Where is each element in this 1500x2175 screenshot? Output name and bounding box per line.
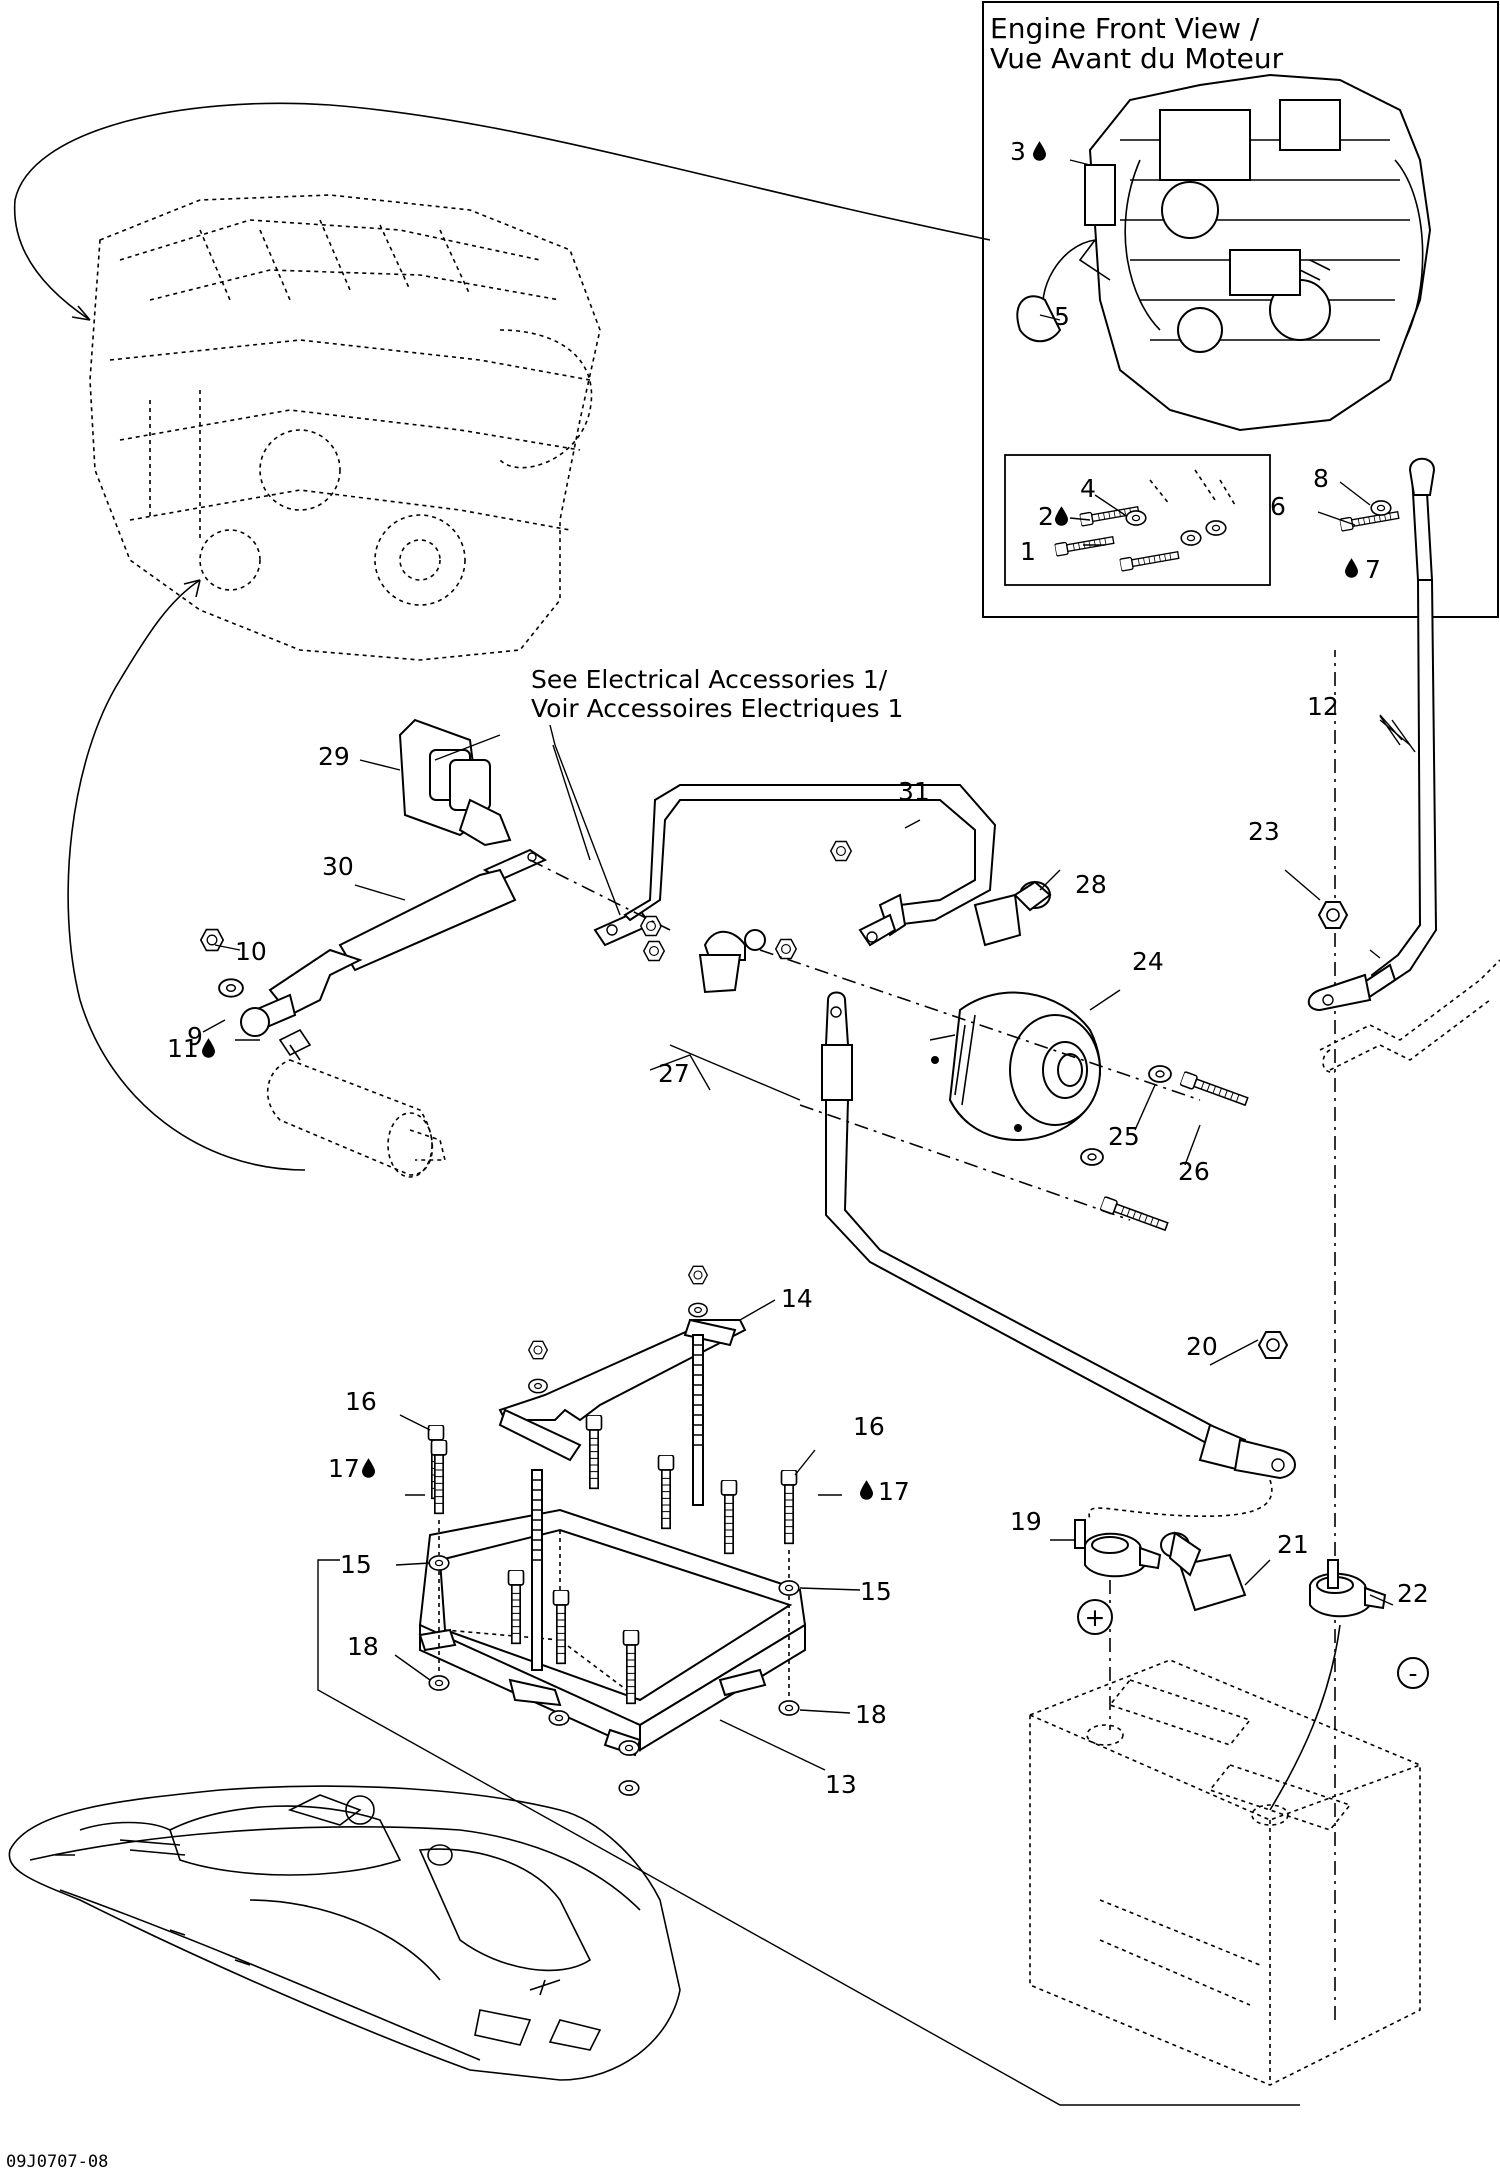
location-leader xyxy=(317,1559,1300,2106)
callout-3: 3 xyxy=(1010,137,1026,166)
engine-assembly xyxy=(89,194,601,661)
callout-31: 31 xyxy=(898,777,930,806)
svg-text:+: + xyxy=(1085,1603,1106,1632)
callout-20: 20 xyxy=(1186,1332,1218,1361)
callout-28: 28 xyxy=(1075,870,1107,899)
callout-17-right: 17 xyxy=(878,1477,910,1506)
terminal-cap-28 xyxy=(973,880,1052,947)
callout-8: 8 xyxy=(1313,464,1329,493)
callout-26: 26 xyxy=(1178,1157,1210,1186)
inset-title-line1: Engine Front View / xyxy=(990,12,1260,45)
callout-12: 12 xyxy=(1307,692,1339,721)
callout-15-left: 15 xyxy=(340,1550,372,1579)
cable-tie xyxy=(1016,295,1062,343)
positive-terminal-clamp xyxy=(1074,1519,1162,1578)
see-reference-line2: Voir Accessoires Electriques 1 xyxy=(531,694,903,723)
callout-18-right: 18 xyxy=(855,1700,887,1729)
callout-24: 24 xyxy=(1132,947,1164,976)
callout-4: 4 xyxy=(1080,474,1096,503)
callout-18-left: 18 xyxy=(347,1632,379,1661)
nut-10 xyxy=(200,928,224,952)
engine-front-view-inset: Engine Front View / Vue Avant du Moteur xyxy=(982,1,1499,618)
threaded-rods xyxy=(531,1334,704,1671)
figure-code: 09J0707-08 xyxy=(6,2152,108,2172)
phantom-cable xyxy=(1319,959,1500,1073)
callout-1: 1 xyxy=(1020,537,1036,566)
inset-title-line2: Vue Avant du Moteur xyxy=(990,42,1284,75)
callout-13: 13 xyxy=(825,1770,857,1799)
battery-bracket-14 xyxy=(498,1318,747,1462)
callout-17-left: 17 xyxy=(328,1454,360,1483)
callout-7: 7 xyxy=(1365,555,1381,584)
callout-22: 22 xyxy=(1397,1579,1429,1608)
solenoid xyxy=(398,718,512,847)
battery-cable-positive xyxy=(821,991,1296,1480)
svg-text:-: - xyxy=(1408,1659,1417,1688)
callout-arc-engine-top xyxy=(13,102,991,321)
callout-27: 27 xyxy=(658,1059,690,1088)
sealant-drop-icon xyxy=(202,1038,215,1058)
cable-31 xyxy=(593,784,997,947)
negative-terminal-icon: - xyxy=(1397,1657,1429,1689)
callout-16-left: 16 xyxy=(345,1387,377,1416)
callout-labels: 3 5 4 2 1 8 6 7 12 23 31 28 24 25 26 27 … xyxy=(167,137,1429,1799)
callout-23: 23 xyxy=(1248,817,1280,846)
callout-11: 11 xyxy=(167,1034,199,1063)
positive-terminal-icon: + xyxy=(1077,1599,1113,1635)
callout-10: 10 xyxy=(235,937,267,966)
battery-tray-13 xyxy=(418,1508,807,1757)
callout-30: 30 xyxy=(322,852,354,881)
callout-29: 29 xyxy=(318,742,350,771)
callout-25: 25 xyxy=(1108,1122,1140,1151)
battery xyxy=(1029,1659,1421,2086)
starter-motor xyxy=(266,1028,447,1178)
callout-2: 2 xyxy=(1038,502,1054,531)
see-reference-line1: See Electrical Accessories 1/ xyxy=(531,665,888,694)
callout-arc-starter xyxy=(67,579,306,1171)
starter-cable xyxy=(240,848,548,1037)
nut-23 xyxy=(1318,901,1348,929)
ground-cable-12 xyxy=(1307,579,1438,1012)
callout-19: 19 xyxy=(1010,1507,1042,1536)
callout-21: 21 xyxy=(1277,1530,1309,1559)
callout-6: 6 xyxy=(1270,492,1286,521)
terminal-27 xyxy=(698,929,766,994)
engine-front-drawing xyxy=(1042,73,1432,432)
callout-5: 5 xyxy=(1054,302,1070,331)
see-electrical-accessories-note: See Electrical Accessories 1/ Voir Acces… xyxy=(531,665,903,746)
washer-9 xyxy=(218,978,244,998)
boat-hull xyxy=(8,1785,681,2081)
terminal-cap-21 xyxy=(1160,1531,1247,1612)
sealant-drop-icon xyxy=(362,1458,375,1478)
callout-16-right: 16 xyxy=(853,1412,885,1441)
buzzer-24 xyxy=(929,991,1101,1141)
callout-15-right: 15 xyxy=(860,1577,892,1606)
leader-lines xyxy=(202,159,1416,1771)
callout-14: 14 xyxy=(781,1284,813,1313)
callout-9: 9 xyxy=(187,1022,203,1051)
sealant-drop-icon xyxy=(860,1480,873,1500)
negative-terminal-clamp xyxy=(1309,1559,1387,1618)
nut-20 xyxy=(1258,1331,1288,1359)
